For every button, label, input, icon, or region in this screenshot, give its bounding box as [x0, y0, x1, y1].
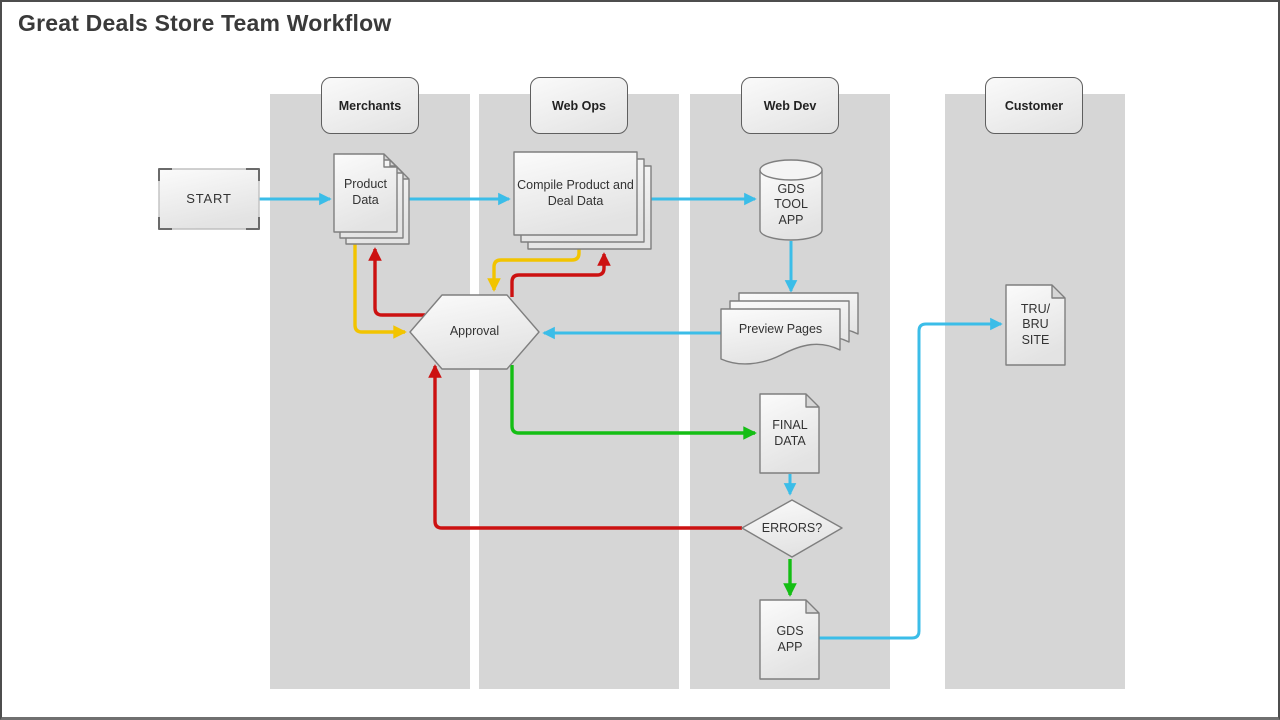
- lane-header-webdev: Web Dev: [741, 77, 839, 134]
- preview-pages-node: [720, 292, 859, 365]
- preview-pages-label: Preview Pages: [738, 322, 823, 337]
- edge-errors-to-approval: [428, 364, 742, 530]
- page-title: Great Deals Store Team Workflow: [18, 10, 392, 36]
- gds-tool-app-label: GDS TOOL APP: [774, 181, 808, 227]
- lane-label-merchants: Merchants: [338, 98, 402, 113]
- product-data-node: [333, 153, 410, 245]
- edge-approval-to-final-data: [510, 365, 757, 440]
- lane-label-webops: Web Ops: [552, 98, 606, 113]
- edge-gds-app-to-tru-bru-site: [819, 317, 1003, 640]
- tru-bru-site-node: [1005, 284, 1066, 366]
- start-node: [158, 168, 260, 230]
- compile-node: [513, 151, 652, 250]
- edge-approval-to-compile: [510, 252, 611, 297]
- compile-label: Compile Product and Deal Data: [517, 177, 634, 208]
- final-data-node: [759, 393, 820, 474]
- edge-compile-to-approval: [487, 249, 581, 292]
- gds-app-label: GDS APP: [776, 623, 804, 654]
- tru-bru-site-label: TRU/ BRU SITE: [1020, 301, 1051, 347]
- lane-label-webdev: Web Dev: [763, 98, 817, 113]
- final-data-label: FINAL DATA: [772, 417, 808, 448]
- edge-product-data-to-approval: [353, 244, 407, 339]
- lane-customer: [945, 94, 1125, 689]
- approval-node: [409, 294, 540, 370]
- gds-app-node: [759, 599, 820, 680]
- gds-tool-app-node: [759, 159, 823, 241]
- lane-header-webops: Web Ops: [530, 77, 628, 134]
- lane-header-merchants: Merchants: [321, 77, 419, 134]
- lane-header-customer: Customer: [985, 77, 1083, 134]
- approval-label: Approval: [449, 324, 500, 339]
- lane-label-customer: Customer: [1004, 98, 1064, 113]
- edge-approval-to-product-data: [368, 247, 425, 317]
- errors-node: [741, 499, 843, 558]
- product-data-label: Product Data: [343, 177, 388, 207]
- errors-label: ERRORS?: [761, 520, 823, 535]
- start-label: START: [186, 190, 232, 206]
